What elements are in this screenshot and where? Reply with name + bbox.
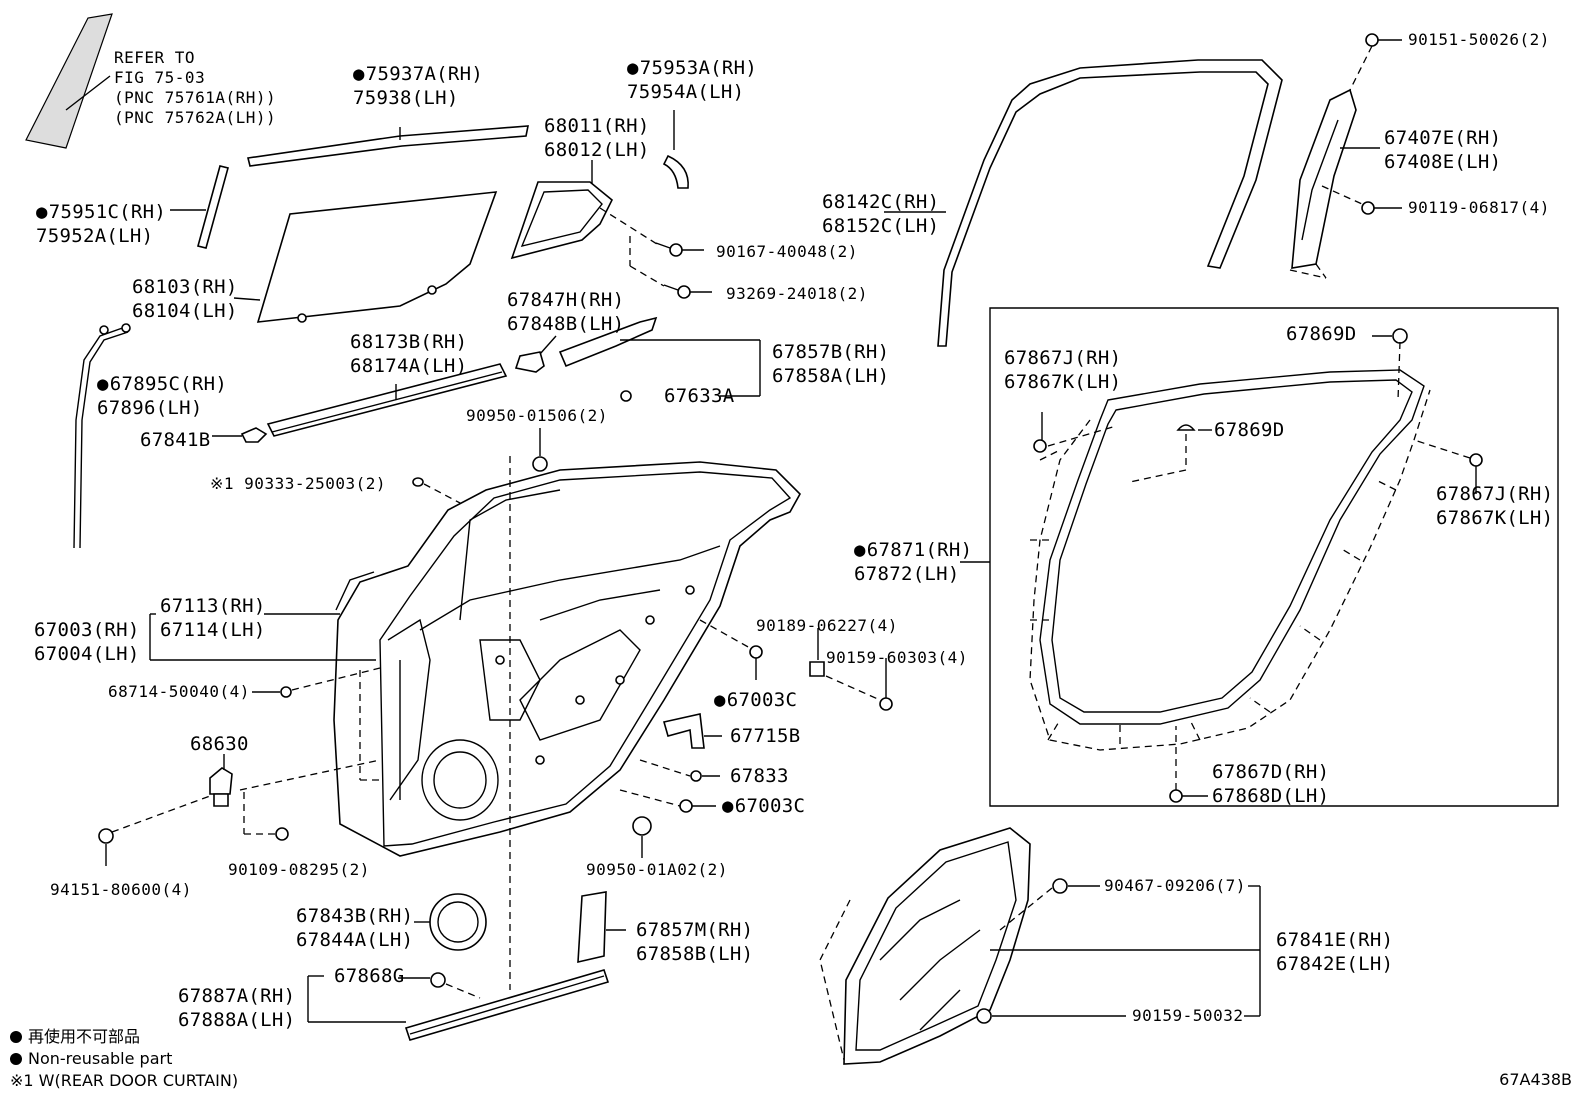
label-90151: 90151-50026(2) <box>1408 30 1550 49</box>
label-90950-01a02: 90950-01A02(2) <box>586 860 728 879</box>
label-68630: 68630 <box>190 733 249 755</box>
label-68011: 68011(RH) 68012(LH) <box>544 115 650 161</box>
label-67867-right: 67867J(RH) 67867K(LH) <box>1436 483 1554 529</box>
label-90167: 90167-40048(2) <box>716 242 858 261</box>
label-90159-60303: 90159-60303(4) <box>826 648 968 667</box>
figure-code: 67A438B <box>1499 1070 1572 1089</box>
label-90109: 90109-08295(2) <box>228 860 370 879</box>
label-67867d: 67867D(RH) 67868D(LH) <box>1212 761 1330 807</box>
label-67003c-upper: 67003C <box>714 688 797 712</box>
label-93269: 93269-24018(2) <box>726 284 868 303</box>
label-67003c-lower: 67003C <box>722 794 805 818</box>
label-90159-50032: 90159-50032 <box>1132 1006 1244 1025</box>
label-67895: 67895C(RH) 67896(LH) <box>97 372 227 420</box>
label-67715b: 67715B <box>730 725 801 747</box>
label-90189: 90189-06227(4) <box>756 616 898 635</box>
label-67857: 67857B(RH) 67858A(LH) <box>772 341 890 387</box>
label-67843: 67843B(RH) 67844A(LH) <box>296 905 414 951</box>
bullet-icon <box>10 1053 22 1065</box>
label-67841e: 67841E(RH) 67842E(LH) <box>1276 929 1394 975</box>
label-67867-left: 67867J(RH) 67867K(LH) <box>1004 347 1122 393</box>
label-67871: 67871(RH) 67872(LH) <box>854 538 972 586</box>
label-68103: 68103(RH) 68104(LH) <box>132 276 238 322</box>
label-68142: 68142C(RH) 68152C(LH) <box>822 191 940 237</box>
label-68714: 68714-50040(4) <box>108 682 250 701</box>
label-90119: 90119-06817(4) <box>1408 198 1550 217</box>
label-67003: 67003(RH) 67004(LH) <box>34 619 140 665</box>
label-75937: 75937A(RH) 75938(LH) <box>353 62 483 110</box>
legend-note: ※1 W(REAR DOOR CURTAIN) <box>10 1071 239 1090</box>
label-67633: 67633A <box>664 385 735 407</box>
door-weatherstrip-part <box>1030 370 1430 750</box>
label-67407: 67407E(RH) 67408E(LH) <box>1384 127 1502 173</box>
bullet-icon <box>10 1031 22 1043</box>
label-90950-01506: 90950-01506(2) <box>466 406 608 425</box>
legend-jp: 再使用不可部品 <box>10 1026 140 1048</box>
pillar-garnish-part <box>26 14 112 148</box>
label-67869d-top: 67869D <box>1286 323 1357 345</box>
label-90333: ※1 90333-25003(2) <box>210 474 387 493</box>
label-94151: 94151-80600(4) <box>50 880 192 899</box>
label-67857m: 67857M(RH) 67858B(LH) <box>636 919 754 965</box>
label-67833: 67833 <box>730 765 789 787</box>
label-67841b: 67841B <box>140 429 211 451</box>
label-75951: 75951C(RH) 75952A(LH) <box>36 200 166 248</box>
label-67869d-mid: 67869D <box>1214 419 1285 441</box>
label-68173: 68173B(RH) 68174A(LH) <box>350 331 468 377</box>
refer-note: REFER TO FIG 75-03 (PNC 75761A(RH)) (PNC… <box>114 48 277 127</box>
label-67113: 67113(RH) 67114(LH) <box>160 595 266 641</box>
door-panel-part <box>334 462 800 856</box>
service-cover-part <box>844 828 1030 1064</box>
legend-en: Non-reusable part <box>10 1048 172 1070</box>
label-67868g: 67868G <box>334 965 405 987</box>
label-90467: 90467-09206(7) <box>1104 876 1246 895</box>
label-67847: 67847H(RH) 67848B(LH) <box>507 289 625 335</box>
label-67887: 67887A(RH) 67888A(LH) <box>178 985 296 1031</box>
bolt-90167 <box>656 243 704 256</box>
bolt-93269 <box>664 285 712 298</box>
label-75953: 75953A(RH) 75954A(LH) <box>627 56 757 104</box>
